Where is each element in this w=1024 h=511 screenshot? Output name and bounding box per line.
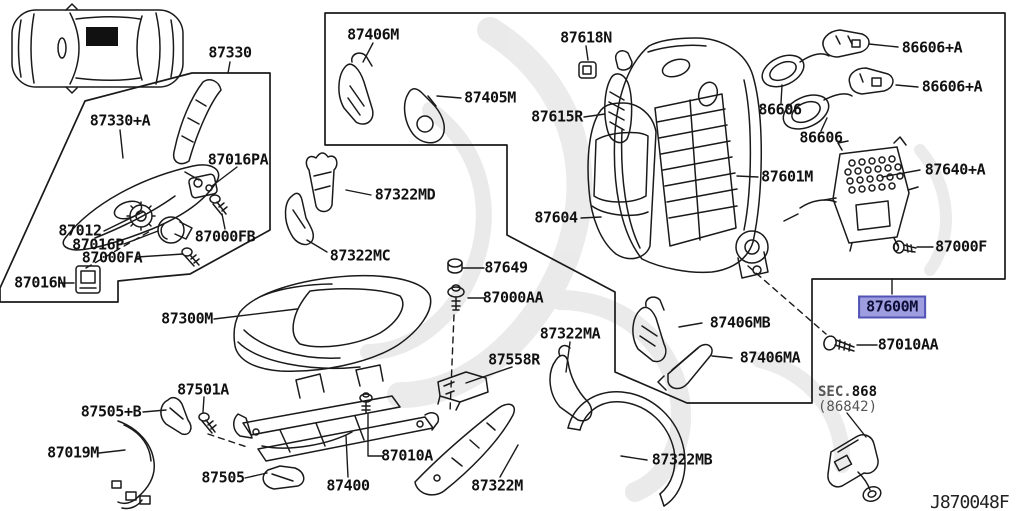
part-label-87300m[interactable]: 87300M <box>161 309 213 328</box>
part-label-87322ma[interactable]: 87322MA <box>539 324 601 343</box>
part-label-87558r[interactable]: 87558R <box>488 350 540 369</box>
side-finisher-box <box>0 72 271 303</box>
bracket-87505b-drawing <box>160 396 192 436</box>
part-label-86606-2[interactable]: 86606 <box>799 128 843 147</box>
trim-87322ma-drawing <box>549 344 593 422</box>
part-label-87604[interactable]: 87604 <box>534 208 578 227</box>
part-label-87501a[interactable]: 87501A <box>177 380 229 399</box>
background-watermark <box>360 17 952 502</box>
part-label-87322mb[interactable]: 87322MB <box>651 450 713 469</box>
bolt-87010aa-drawing <box>823 335 855 352</box>
leader-lines <box>59 42 934 479</box>
part-label-87000aa[interactable]: 87000AA <box>482 288 544 307</box>
bolt-87010a-drawing <box>359 392 373 414</box>
bolt-87501a-drawing <box>198 412 217 434</box>
part-label-87019m[interactable]: 87019M <box>47 443 99 462</box>
part-label-87405m[interactable]: 87405M <box>464 88 516 107</box>
actuator-87016p-drawing <box>157 216 193 244</box>
section-reference[interactable]: SEC.868 (86842) <box>818 385 877 414</box>
seat-position-marker <box>86 27 118 46</box>
section-reference-line2: (86842) <box>818 398 878 415</box>
bracket-87406ma-drawing <box>657 343 713 391</box>
bezel-86606-drawings <box>761 53 853 130</box>
side-finisher-drawings <box>62 79 228 294</box>
seat-back-assembly-box <box>324 12 1006 404</box>
part-label-87615r[interactable]: 87615R <box>531 107 583 126</box>
part-label-87406ma[interactable]: 87406MA <box>739 348 801 367</box>
screw-87000f-drawing <box>892 240 917 254</box>
diagram-code: J870048F <box>930 492 1010 511</box>
part-label-87322m[interactable]: 87322M <box>471 476 523 495</box>
knob-87012-drawing <box>126 201 156 231</box>
handle-87505-drawing <box>262 465 305 490</box>
screw-87000aa-drawing <box>447 284 465 311</box>
section-reference-line1: SEC.868 <box>818 384 878 400</box>
part-label-87330-a[interactable]: 87330+A <box>89 111 151 130</box>
part-label-87000fb[interactable]: 87000FB <box>194 227 256 246</box>
back-panel-87640a-drawing <box>783 136 919 252</box>
part-label-87322md[interactable]: 87322MD <box>374 185 436 204</box>
part-label-87016p[interactable]: 87016P <box>72 235 124 254</box>
cover-87558r-drawing <box>437 371 489 411</box>
bracket-86606a-drawings <box>822 29 894 95</box>
module-87615r-drawing <box>604 50 633 144</box>
trim-87322m-drawing <box>414 403 515 496</box>
part-label-87012[interactable]: 87012 <box>58 221 102 240</box>
part-label-87016n[interactable]: 87016N <box>14 273 66 292</box>
screw-87000fb-drawing <box>209 194 228 216</box>
dashed-assembly-lines <box>85 229 827 448</box>
cap-87649-drawing <box>447 258 463 274</box>
part-label-87649[interactable]: 87649 <box>484 258 528 277</box>
bracket-87406mb-drawing <box>632 296 667 363</box>
part-label-87600m[interactable]: 87600M <box>858 295 926 319</box>
screw-87000fa-drawing <box>181 247 200 267</box>
seatbelt-buckle-drawing <box>827 434 882 503</box>
bracket-87405m-drawing <box>403 88 445 144</box>
part-label-87322mc[interactable]: 87322MC <box>329 246 391 265</box>
part-label-86606[interactable]: 86606 <box>758 100 802 119</box>
seat-cushion-drawing <box>233 274 432 373</box>
part-label-87016pa[interactable]: 87016PA <box>207 150 269 169</box>
car-top-view-icon <box>11 3 184 94</box>
part-label-87010a[interactable]: 87010A <box>381 446 433 465</box>
bracket-87016n-drawing <box>75 265 101 294</box>
seat-back-assembly-drawing <box>587 37 769 279</box>
part-label-87400[interactable]: 87400 <box>326 476 370 495</box>
part-label-87406m[interactable]: 87406M <box>347 25 399 44</box>
part-label-87505[interactable]: 87505 <box>201 468 245 487</box>
bracket-87406m-drawing <box>338 52 374 125</box>
clip-87618n-drawing <box>578 61 597 79</box>
trim-87322md-drawing <box>305 152 338 213</box>
harness-87019m-drawing <box>111 420 155 510</box>
part-label-87505-b[interactable]: 87505+B <box>80 402 142 421</box>
trim-87322mb-drawing <box>567 391 686 507</box>
part-label-87010aa[interactable]: 87010AA <box>877 335 939 354</box>
part-label-87618n[interactable]: 87618N <box>560 28 612 47</box>
part-label-87640-a[interactable]: 87640+A <box>924 160 986 179</box>
seat-frame-drawing <box>233 364 440 462</box>
part-label-87601m[interactable]: 87601M <box>761 167 813 186</box>
part-label-87000f[interactable]: 87000F <box>935 237 987 256</box>
part-label-87000fa[interactable]: 87000FA <box>81 248 143 267</box>
part-label-87406mb[interactable]: 87406MB <box>709 313 771 332</box>
trim-87322mc-drawing <box>284 192 315 246</box>
part-label-86606-a[interactable]: 86606+A <box>901 38 963 57</box>
part-label-87330[interactable]: 87330 <box>208 43 252 62</box>
part-label-86606-a-2[interactable]: 86606+A <box>921 77 983 96</box>
